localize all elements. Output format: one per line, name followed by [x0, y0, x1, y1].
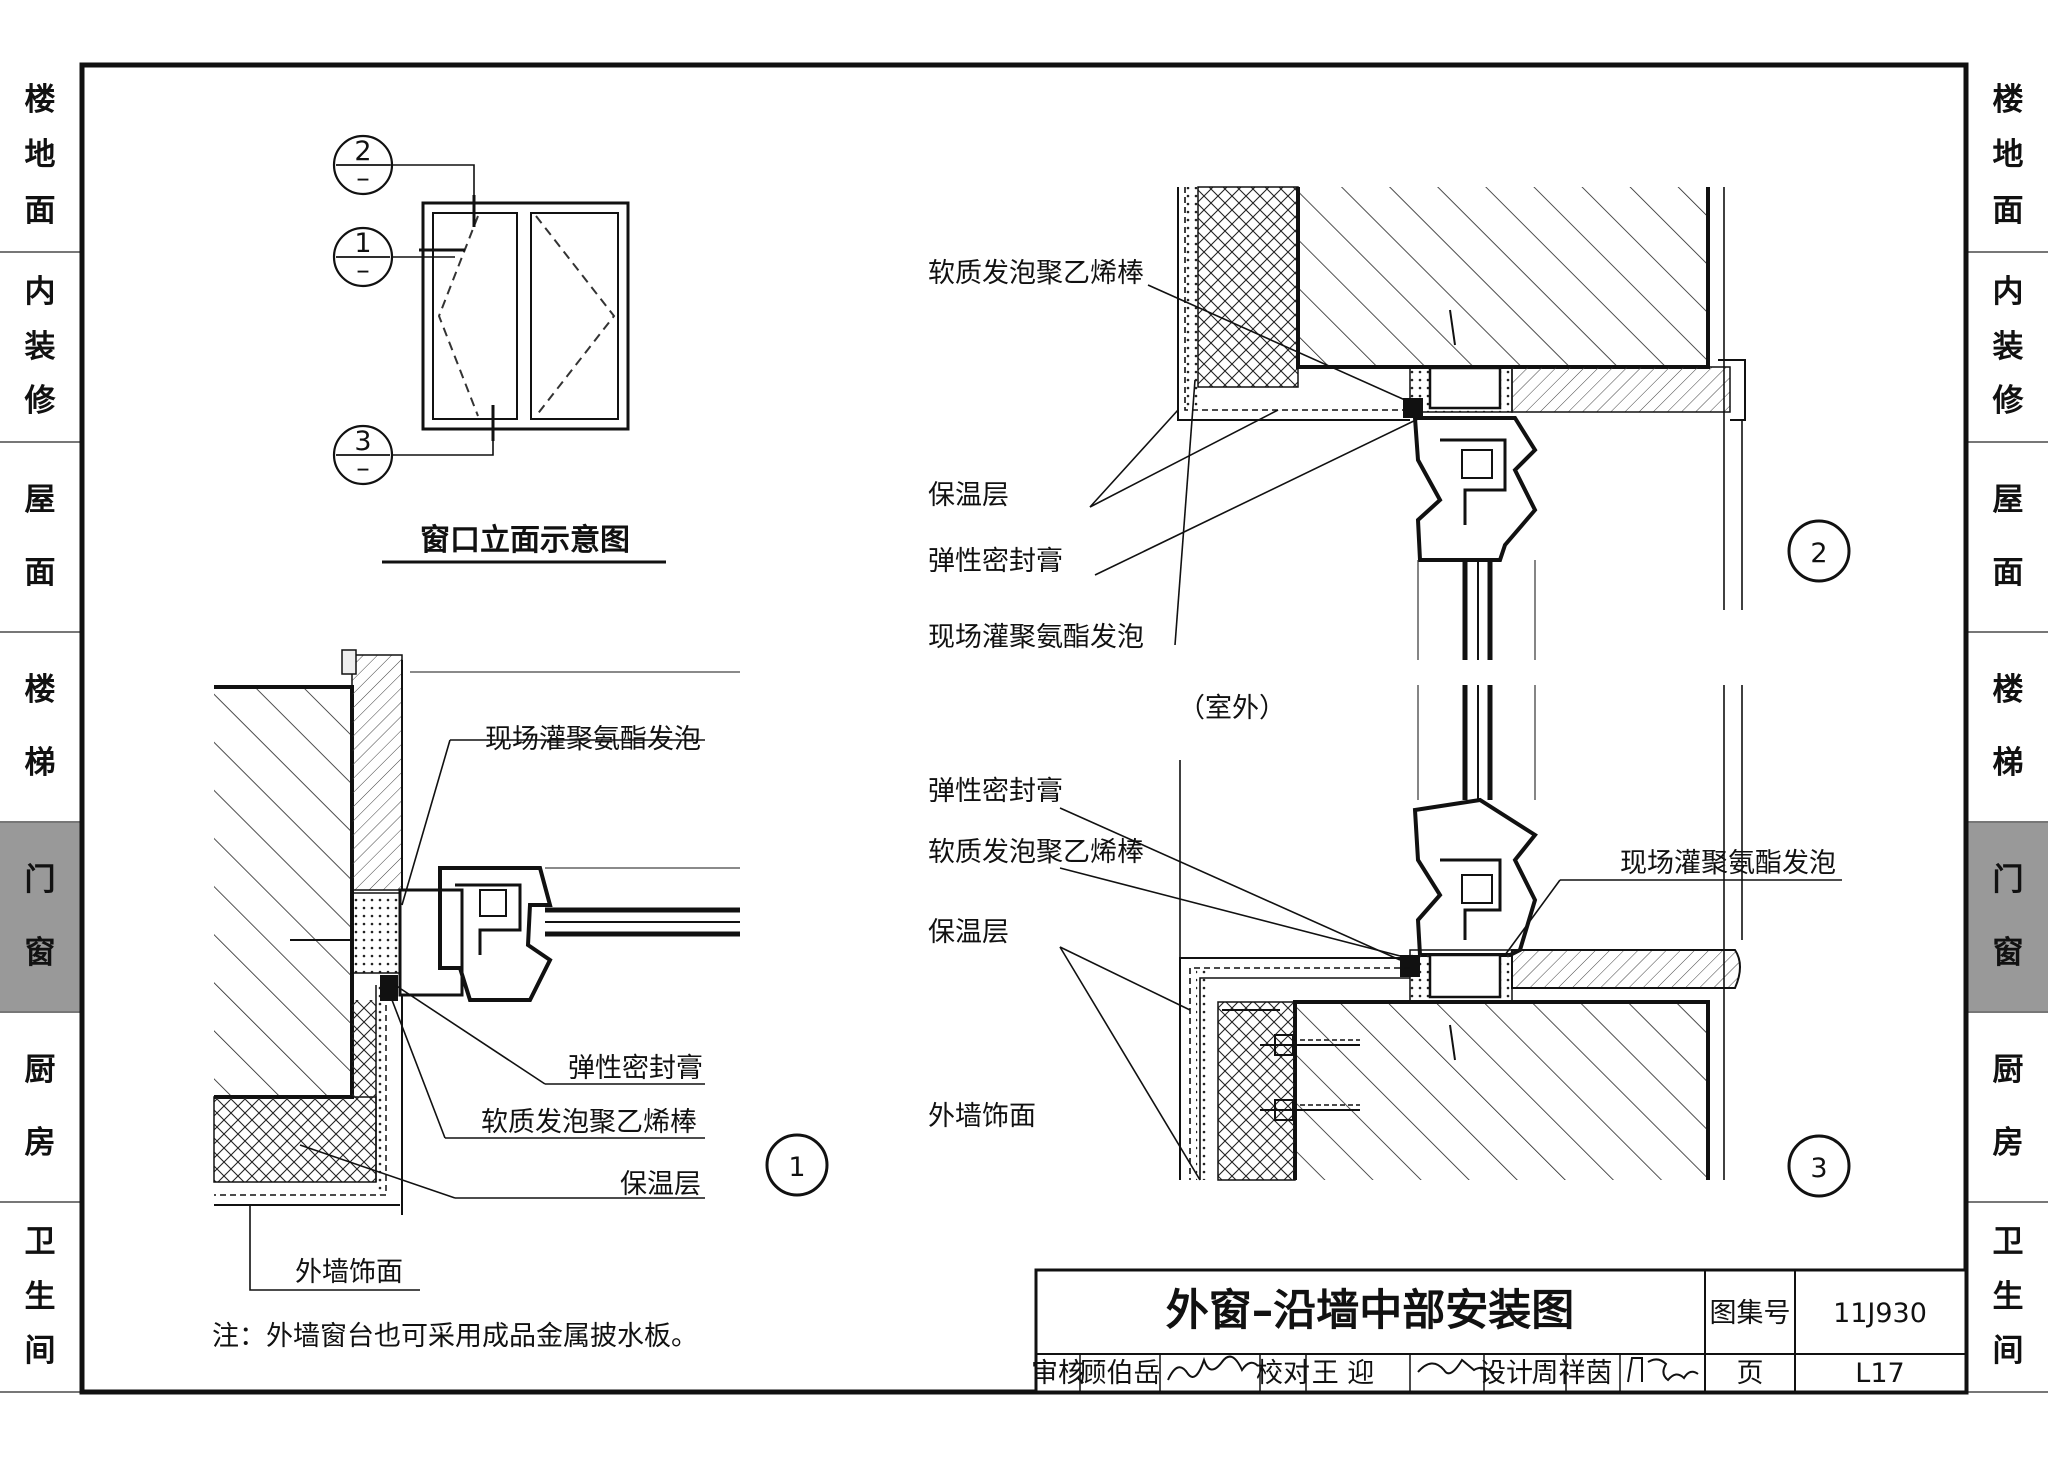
tab-char: 生	[1992, 1278, 2024, 1315]
drawing-title: 外窗–沿墙中部安装图	[1166, 1286, 1575, 1336]
checker-name: 王 迎	[1312, 1358, 1375, 1389]
tab-char: 房	[24, 1125, 56, 1161]
tab-char: 窗	[1992, 935, 2024, 971]
checker-signature	[1417, 1358, 1495, 1375]
designer-name: 周祥茵	[1532, 1358, 1613, 1389]
tab-char: 修	[1992, 383, 2024, 420]
d1-label-pe-rod: 软质发泡聚乙烯棒	[481, 1107, 697, 1138]
tab-char: 楼	[1992, 81, 2024, 118]
tab-char: 楼	[24, 672, 56, 708]
tab-char: 内	[1992, 273, 2024, 310]
detail-marker-3: 3 –	[332, 424, 394, 486]
detail-1-number: 1	[788, 1152, 805, 1183]
detail-marker-1: 1 –	[332, 226, 394, 288]
marker-1-number: 1	[354, 228, 371, 259]
left-tab-2: 屋面	[0, 443, 80, 633]
marker-2-sub: –	[356, 163, 370, 194]
page-number: L17	[1855, 1358, 1904, 1389]
detail-marker-2: 2 –	[332, 134, 394, 196]
check-label: 校对	[1256, 1358, 1310, 1389]
detail-2-head-section: 软质发泡聚乙烯棒 保温层 弹性密封膏 现场灌聚氨酯发泡 2	[928, 186, 1851, 660]
d1-label-finish: 外墙饰面	[295, 1257, 403, 1288]
reviewer-signature	[1167, 1355, 1259, 1381]
right-tab-1: 内装修	[1968, 253, 2048, 443]
left-tab-6: 卫生间	[0, 1203, 80, 1393]
left-tab-0: 楼地面	[0, 60, 80, 253]
tab-char: 梯	[1992, 745, 2024, 781]
tab-char: 生	[24, 1278, 56, 1315]
tab-char: 屋	[24, 482, 56, 518]
left-tab-3: 楼梯	[0, 633, 80, 823]
d3-label-foam-fill: 现场灌聚氨酯发泡	[1620, 848, 1836, 879]
d3-label-sealant: 弹性密封膏	[928, 776, 1063, 807]
tab-char: 面	[24, 555, 56, 591]
d3-label-insulation: 保温层	[928, 917, 1009, 948]
tab-char: 门	[1992, 862, 2024, 898]
right-tab-3: 楼梯	[1968, 633, 2048, 823]
tab-char: 楼	[24, 81, 56, 118]
marker-2-number: 2	[354, 136, 371, 167]
elevation-title: 窗口立面示意图	[420, 523, 630, 558]
atlas-number: 11J930	[1833, 1298, 1927, 1329]
tab-char: 面	[24, 192, 56, 229]
d1-label-sealant: 弹性密封膏	[568, 1053, 703, 1084]
tab-char: 屋	[1992, 482, 2024, 518]
left-tab-5: 厨房	[0, 1013, 80, 1203]
tab-char: 间	[24, 1333, 56, 1370]
tab-char: 梯	[24, 745, 56, 781]
d2-label-pe-rod: 软质发泡聚乙烯棒	[928, 258, 1144, 289]
tab-char: 卫	[1992, 1223, 2024, 1260]
tab-char: 修	[24, 383, 56, 420]
tab-char: 装	[24, 328, 56, 365]
right-tab-2: 屋面	[1968, 443, 2048, 633]
outdoor-label: （室外）	[1178, 693, 1286, 724]
d2-label-sealant: 弹性密封膏	[928, 546, 1063, 577]
tab-char: 窗	[24, 935, 56, 971]
right-tab-6: 卫生间	[1968, 1203, 2048, 1393]
detail-3-sill-section: （室外）	[928, 685, 1851, 1198]
tab-char: 装	[1992, 328, 2024, 365]
detail-2-number: 2	[1810, 538, 1827, 569]
tab-char: 面	[1992, 192, 2024, 229]
designer-signature	[1627, 1357, 1699, 1383]
detail-3-number: 3	[1810, 1153, 1827, 1184]
tab-char: 地	[24, 137, 56, 173]
marker-3-number: 3	[354, 426, 371, 457]
sheet-border	[79, 62, 1969, 1395]
window-elevation-diagram: 2 – 1 – 3 – 窗口立面示意图	[332, 134, 666, 564]
design-label: 设计	[1479, 1358, 1533, 1389]
tab-char: 房	[1992, 1125, 2024, 1161]
d2-label-insulation: 保温层	[928, 480, 1009, 511]
right-tab-0: 楼地面	[1968, 60, 2048, 253]
review-label: 审核	[1031, 1358, 1085, 1389]
tab-char: 间	[1992, 1333, 2024, 1370]
reviewer-name: 顾伯岳	[1080, 1358, 1161, 1389]
anchor-bolts	[1260, 1034, 1360, 1121]
d1-label-insulation: 保温层	[620, 1169, 701, 1200]
page-label: 页	[1737, 1358, 1764, 1389]
left-tab-1: 内装修	[0, 253, 80, 443]
tab-char: 楼	[1992, 672, 2024, 708]
tab-char: 内	[24, 273, 56, 310]
marker-1-sub: –	[356, 255, 370, 286]
marker-3-sub: –	[356, 453, 370, 484]
right-tab-5: 厨房	[1968, 1013, 2048, 1203]
tab-char: 厨	[1992, 1052, 2024, 1088]
tab-char: 卫	[24, 1223, 56, 1260]
detail-1-jamb-section: 现场灌聚氨酯发泡 弹性密封膏 软质发泡聚乙烯棒 保温层 外墙饰面 1	[213, 649, 829, 1291]
note-text: 注：外墙窗台也可采用成品金属披水板。	[212, 1321, 698, 1352]
title-block: 外窗–沿墙中部安装图 图集号 11J930 页 L17 审核 顾伯岳 校对 王 …	[1031, 1268, 1968, 1394]
left-tab-4: 门窗	[0, 823, 80, 1013]
tab-char: 面	[1992, 555, 2024, 591]
tab-char: 门	[24, 862, 56, 898]
d1-label-foam-fill: 现场灌聚氨酯发泡	[485, 724, 701, 755]
d3-label-pe-rod: 软质发泡聚乙烯棒	[928, 837, 1144, 868]
d3-label-finish: 外墙饰面	[928, 1101, 1036, 1132]
right-tab-4: 门窗	[1968, 823, 2048, 1013]
tab-char: 厨	[24, 1052, 56, 1088]
d2-label-foam-fill: 现场灌聚氨酯发泡	[928, 622, 1144, 653]
tab-char: 地	[1992, 137, 2024, 173]
atlas-number-label: 图集号	[1710, 1298, 1791, 1329]
